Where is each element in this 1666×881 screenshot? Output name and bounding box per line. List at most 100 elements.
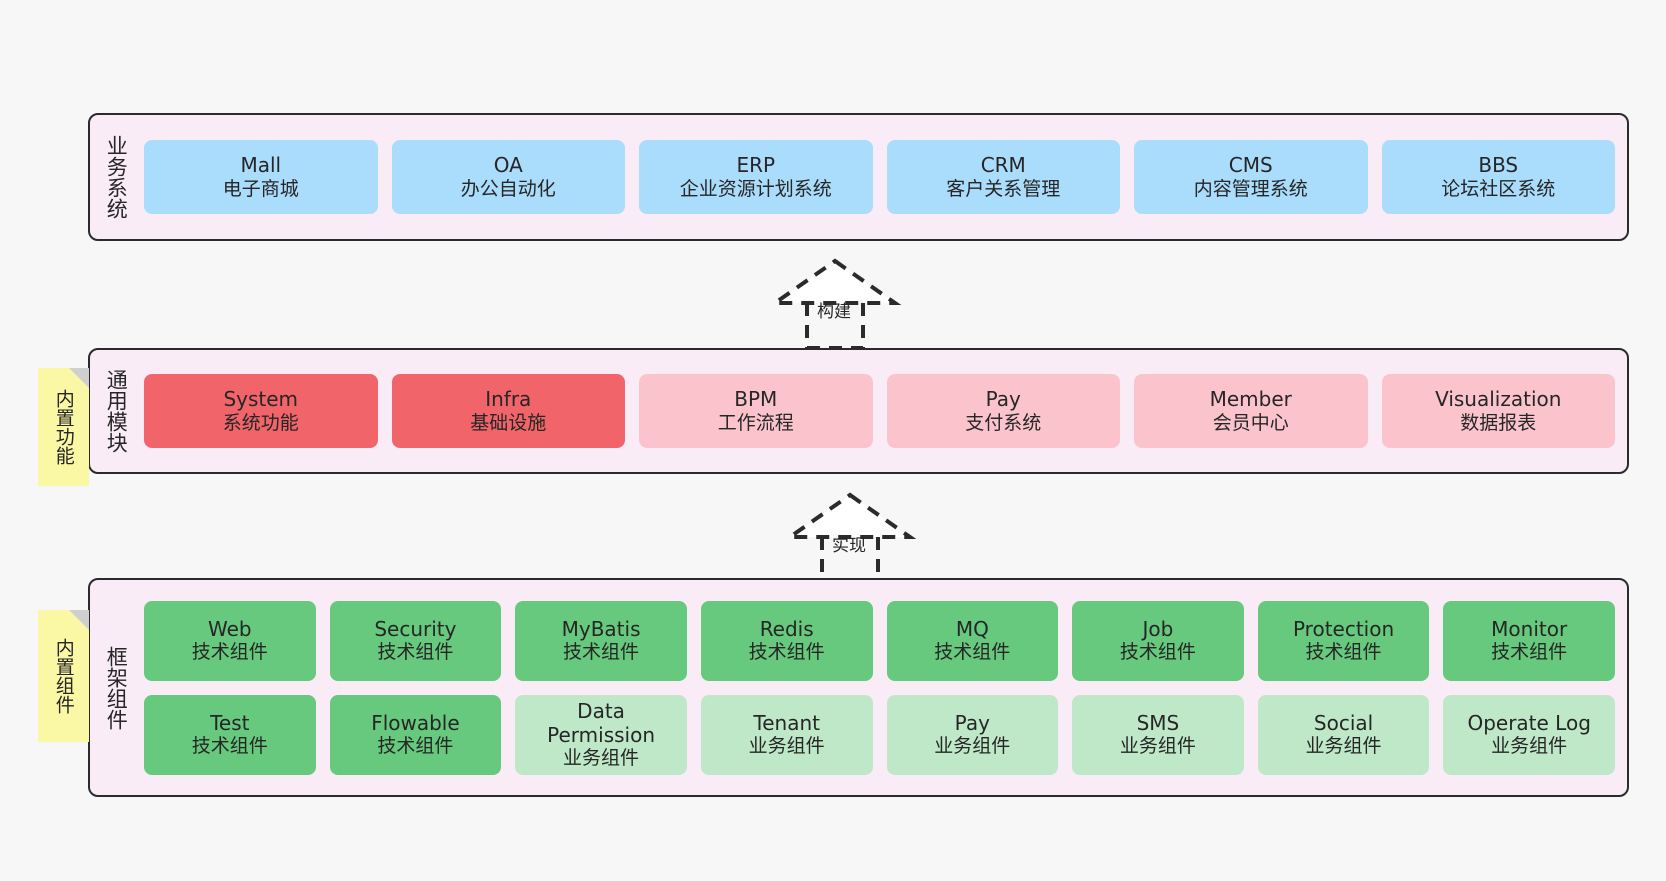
card-cms[interactable]: CMS 内容管理系统 — [1134, 140, 1368, 214]
card-title: Security — [374, 616, 457, 641]
card-pay-business[interactable]: Pay 业务组件 — [886, 694, 1059, 775]
card-member[interactable]: Member 会员中心 — [1134, 374, 1368, 448]
card-title: Monitor — [1491, 616, 1568, 641]
layer-business-systems: 业务系统 Mall 电子商城 OA 办公自动化 ERP 企业资源计划系统 CRM… — [88, 113, 1629, 241]
card-test[interactable]: Test 技术组件 — [144, 694, 316, 775]
card-title: Mall — [240, 153, 282, 178]
layer-body-framework-components: Web 技术组件 Security 技术组件 MyBatis 技术组件 Redi… — [142, 580, 1627, 795]
card-oa[interactable]: OA 办公自动化 — [391, 140, 625, 214]
card-title: Operate Log — [1467, 710, 1591, 735]
card-title: MQ — [955, 616, 989, 641]
card-title: Infra — [485, 387, 532, 412]
card-subtitle: 论坛社区系统 — [1441, 177, 1556, 200]
card-subtitle: 技术组件 — [748, 641, 825, 664]
card-subtitle: 业务组件 — [934, 735, 1011, 758]
card-redis[interactable]: Redis 技术组件 — [700, 600, 873, 681]
card-subtitle: 业务组件 — [748, 735, 825, 758]
card-title: CMS — [1228, 153, 1273, 178]
card-subtitle: 企业资源计划系统 — [679, 177, 832, 200]
card-subtitle: 技术组件 — [191, 641, 268, 664]
card-title: Pay — [985, 387, 1021, 412]
card-data-permission[interactable]: Data Permission 业务组件 — [515, 694, 687, 775]
card-subtitle: 工作流程 — [717, 411, 794, 434]
layer-title-framework-components: 框架组件 — [104, 645, 129, 730]
card-erp[interactable]: ERP 企业资源计划系统 — [639, 140, 873, 214]
card-subtitle: 技术组件 — [1119, 641, 1196, 664]
card-operate-log[interactable]: Operate Log 业务组件 — [1443, 694, 1615, 775]
card-subtitle: 基础设施 — [470, 411, 547, 434]
card-bpm[interactable]: BPM 工作流程 — [639, 374, 873, 448]
card-subtitle: 客户关系管理 — [946, 177, 1061, 200]
card-subtitle: 业务组件 — [1119, 735, 1196, 758]
card-protection[interactable]: Protection 技术组件 — [1257, 600, 1430, 681]
card-title: Protection — [1292, 616, 1395, 641]
card-flowable[interactable]: Flowable 技术组件 — [329, 694, 502, 775]
card-title: BBS — [1478, 153, 1519, 178]
card-title: SMS — [1136, 710, 1180, 735]
card-mall[interactable]: Mall 电子商城 — [144, 140, 378, 214]
card-subtitle: 支付系统 — [965, 411, 1042, 434]
card-sms[interactable]: SMS 业务组件 — [1072, 694, 1244, 775]
card-system[interactable]: System 系统功能 — [144, 374, 378, 448]
card-social[interactable]: Social 业务组件 — [1257, 694, 1430, 775]
card-title: Member — [1209, 387, 1292, 412]
card-title: CRM — [980, 153, 1026, 178]
card-subtitle: 技术组件 — [934, 641, 1011, 664]
card-title: Job — [1142, 616, 1174, 641]
card-mq[interactable]: MQ 技术组件 — [886, 600, 1059, 681]
card-subtitle: 办公自动化 — [460, 177, 556, 200]
card-pay[interactable]: Pay 支付系统 — [886, 374, 1120, 448]
card-mybatis[interactable]: MyBatis 技术组件 — [515, 600, 687, 681]
card-subtitle: 业务组件 — [1305, 735, 1382, 758]
card-subtitle: 技术组件 — [191, 735, 268, 758]
card-title: Test — [210, 710, 250, 735]
card-title: BPM — [734, 387, 778, 412]
connector-build-arrow — [768, 258, 902, 350]
note-fold-corner-icon — [69, 610, 89, 630]
card-web[interactable]: Web 技术组件 — [144, 600, 316, 681]
layer-framework-components: 框架组件 Web 技术组件 Security 技术组件 MyBatis 技术组件… — [88, 578, 1629, 797]
note-label: 内置组件 — [52, 638, 75, 714]
card-title: Data — [577, 698, 625, 723]
note-builtin-functions: 内置功能 — [38, 368, 89, 486]
card-subtitle: 技术组件 — [1305, 641, 1382, 664]
card-visualization[interactable]: Visualization 数据报表 — [1381, 374, 1615, 448]
card-title: Flowable — [371, 710, 460, 735]
connector-implement: 实现 — [770, 489, 930, 584]
card-title: System — [223, 387, 299, 412]
note-label: 内置功能 — [52, 389, 75, 465]
layer-title-business-systems: 业务系统 — [104, 135, 129, 219]
card-title: Visualization — [1435, 387, 1562, 412]
card-bbs[interactable]: BBS 论坛社区系统 — [1381, 140, 1615, 214]
card-subtitle: 会员中心 — [1212, 411, 1289, 434]
layer-body-business-systems: Mall 电子商城 OA 办公自动化 ERP 企业资源计划系统 CRM 客户关系… — [142, 115, 1627, 239]
card-subtitle: 电子商城 — [222, 177, 299, 200]
card-subtitle: 数据报表 — [1460, 411, 1537, 434]
card-title: Redis — [759, 616, 814, 641]
connector-implement-arrow — [783, 492, 917, 584]
card-crm[interactable]: CRM 客户关系管理 — [886, 140, 1120, 214]
framework-row-technical: Web 技术组件 Security 技术组件 MyBatis 技术组件 Redi… — [144, 600, 1615, 681]
card-subtitle: 技术组件 — [377, 641, 454, 664]
connector-build-label: 构建 — [817, 302, 851, 322]
card-title: Social — [1313, 710, 1374, 735]
card-title: Pay — [954, 710, 990, 735]
card-monitor[interactable]: Monitor 技术组件 — [1443, 600, 1615, 681]
card-job[interactable]: Job 技术组件 — [1072, 600, 1244, 681]
card-title: MyBatis — [561, 616, 641, 641]
note-fold-corner-icon — [69, 368, 89, 388]
card-subtitle: 技术组件 — [377, 735, 454, 758]
card-tenant[interactable]: Tenant 业务组件 — [700, 694, 873, 775]
layer-title-common-modules: 通用模块 — [104, 369, 129, 453]
card-subtitle: 技术组件 — [563, 641, 640, 664]
connector-implement-label: 实现 — [832, 536, 866, 556]
card-security[interactable]: Security 技术组件 — [329, 600, 502, 681]
card-title: Tenant — [753, 710, 820, 735]
layer-common-modules: 通用模块 System 系统功能 Infra 基础设施 BPM 工作流程 Pay… — [88, 348, 1629, 474]
framework-row-business: Test 技术组件 Flowable 技术组件 Data Permission … — [144, 694, 1615, 775]
card-title-line2: Permission — [547, 722, 655, 747]
card-title: OA — [493, 153, 523, 178]
card-infra[interactable]: Infra 基础设施 — [391, 374, 625, 448]
card-subtitle: 技术组件 — [1491, 641, 1568, 664]
card-subtitle: 业务组件 — [1491, 735, 1568, 758]
